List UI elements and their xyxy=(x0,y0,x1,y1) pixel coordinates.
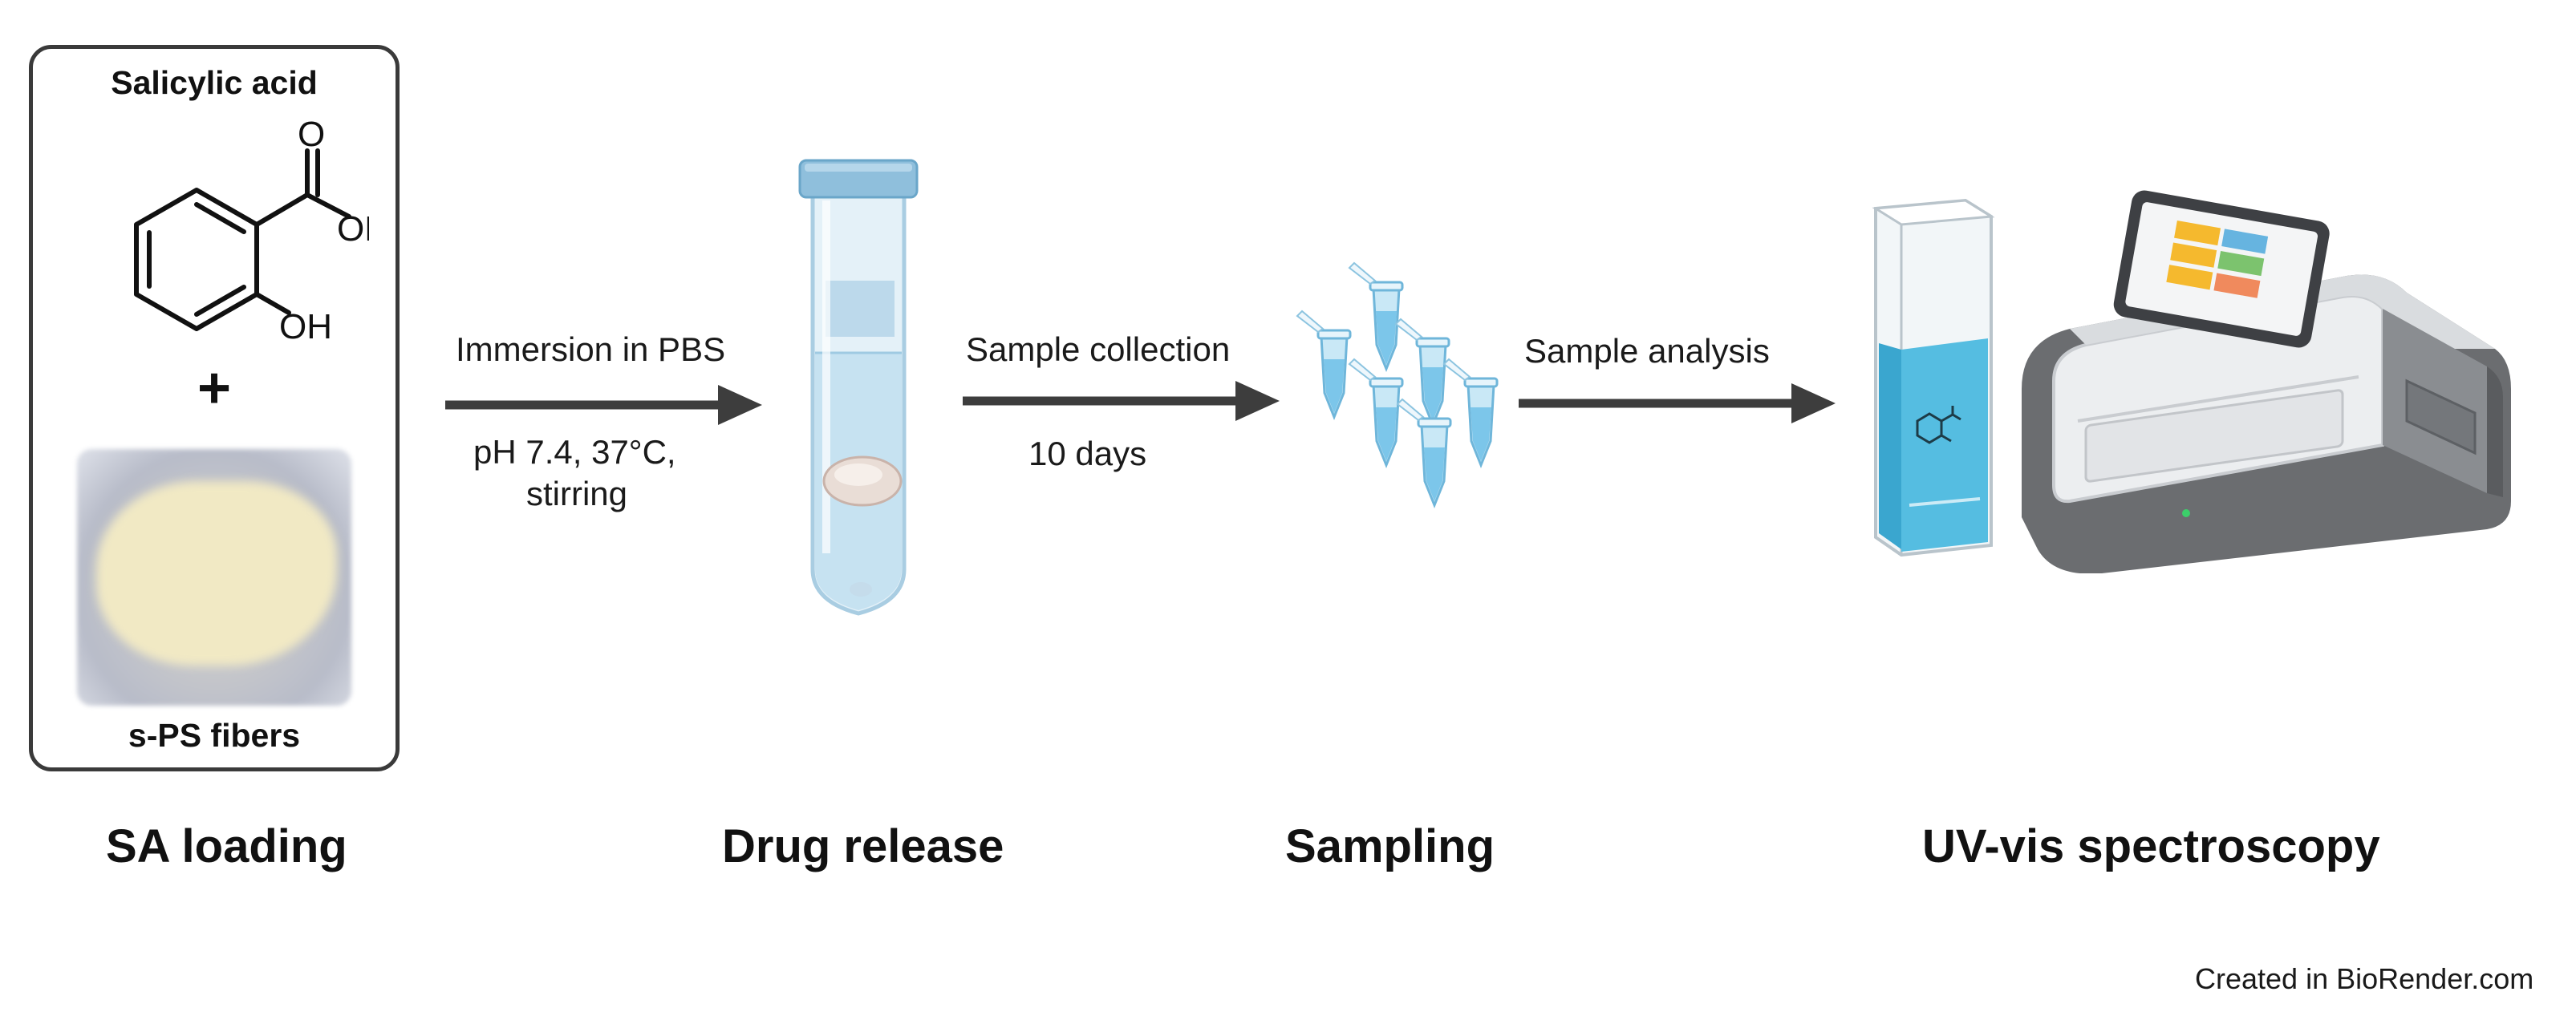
arrow-collection xyxy=(963,381,1280,421)
arrow-analysis xyxy=(1519,383,1836,423)
microtube-icon xyxy=(1348,358,1404,467)
biorender-credit: Created in BioRender.com xyxy=(2195,962,2534,995)
microtube-group xyxy=(1296,261,1499,507)
plus-sign: + xyxy=(197,356,232,420)
carbonyl-o-label: O xyxy=(298,120,325,154)
conditions-line1: pH 7.4, 37°C, xyxy=(473,433,676,471)
phenol-oh-label: OH xyxy=(279,307,332,346)
acid-oh-label: OH xyxy=(337,209,369,249)
loading-box xyxy=(29,45,400,771)
duration-label: 10 days xyxy=(1028,435,1147,472)
stage-sampling: Sampling xyxy=(1285,820,1495,872)
microtube-icon xyxy=(1442,358,1499,467)
arrow-immersion xyxy=(445,385,762,425)
conditions-line2: stirring xyxy=(526,475,628,512)
stage-uv-vis: UV-vis spectroscopy xyxy=(1922,820,2380,872)
salicylic-acid-title: Salicylic acid xyxy=(111,64,318,101)
s-ps-fibers-title: s-PS fibers xyxy=(128,717,301,754)
stage-sa-loading: SA loading xyxy=(106,820,347,872)
microtube-icon xyxy=(1296,310,1352,419)
spectrophotometer-icon xyxy=(2022,190,2511,573)
fiber-mass xyxy=(96,481,337,666)
immersion-label: Immersion in PBS xyxy=(456,330,726,368)
microtube-icon xyxy=(1348,261,1404,370)
analysis-label: Sample analysis xyxy=(1524,332,1770,370)
centrifuge-tube-icon xyxy=(798,159,919,616)
collection-label: Sample collection xyxy=(966,330,1231,368)
salicylic-acid-structure: O OH OH xyxy=(134,120,369,346)
microtube-icon xyxy=(1396,398,1452,507)
cuvette-icon xyxy=(1872,198,1995,557)
stage-drug-release: Drug release xyxy=(722,820,1004,872)
